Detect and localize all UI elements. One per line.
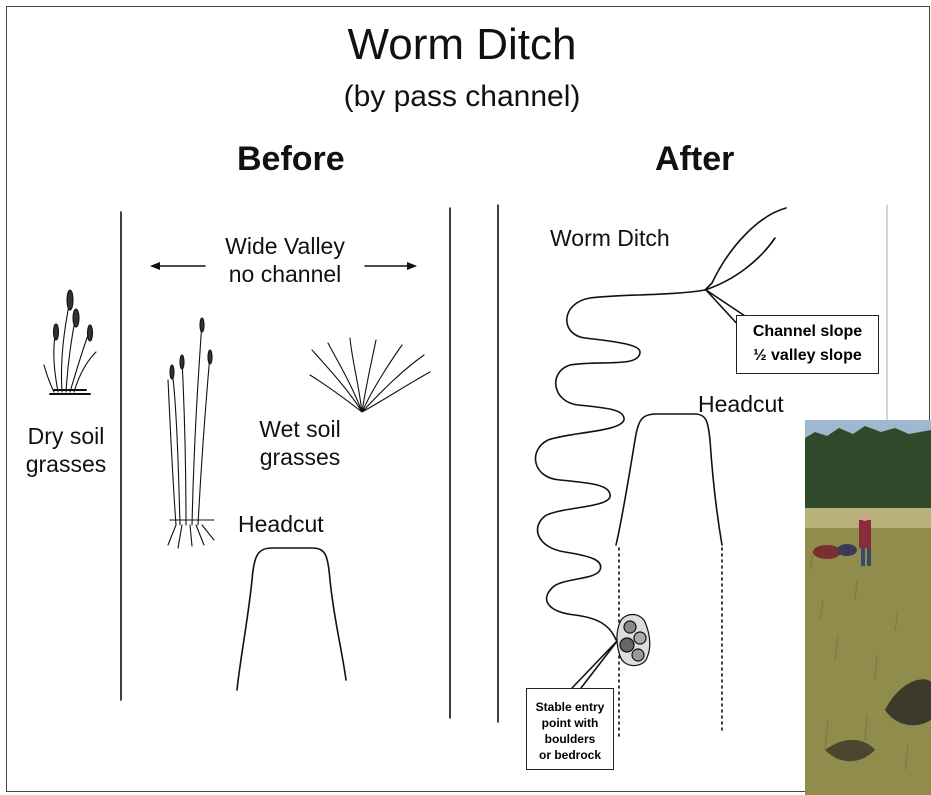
wide-valley-line1: Wide Valley xyxy=(210,232,360,260)
wet-soil-line2: grasses xyxy=(240,443,360,471)
dry-soil-grass-icon xyxy=(44,290,96,394)
wide-valley-line2: no channel xyxy=(210,260,360,288)
channel-slope-line2: ½ valley slope xyxy=(737,344,878,368)
wide-valley-label: Wide Valley no channel xyxy=(210,232,360,288)
dry-soil-label: Dry soil grasses xyxy=(18,422,114,478)
worm-ditch-label: Worm Ditch xyxy=(550,224,670,252)
after-headcut-label: Headcut xyxy=(698,390,784,418)
wet-soil-line1: Wet soil xyxy=(240,415,360,443)
dry-soil-line1: Dry soil xyxy=(18,422,114,450)
before-headcut-outline xyxy=(237,548,346,690)
stable-entry-line1: Stable entry xyxy=(527,699,613,715)
stable-entry-line2: point with xyxy=(527,715,613,731)
before-headcut-label: Headcut xyxy=(238,510,324,538)
spreading-sedge-icon xyxy=(310,338,430,412)
dry-soil-line2: grasses xyxy=(18,450,114,478)
channel-slope-callout: Channel slope ½ valley slope xyxy=(736,315,879,374)
tall-rush-icon xyxy=(168,318,214,548)
stable-entry-line3: boulders xyxy=(527,731,613,747)
stable-entry-callout: Stable entry point with boulders or bedr… xyxy=(526,688,614,770)
meadow-photo-image xyxy=(805,420,931,795)
channel-slope-line1: Channel slope xyxy=(737,320,878,344)
after-headcut-outline xyxy=(616,414,722,545)
entry-callout-pointer xyxy=(572,640,618,688)
wet-soil-label: Wet soil grasses xyxy=(240,415,360,471)
worm-ditch-branch xyxy=(705,238,775,290)
boulders-icon xyxy=(617,615,650,666)
worm-ditch-channel xyxy=(536,208,787,640)
meadow-photo xyxy=(805,420,931,795)
stable-entry-line4: or bedrock xyxy=(527,747,613,763)
